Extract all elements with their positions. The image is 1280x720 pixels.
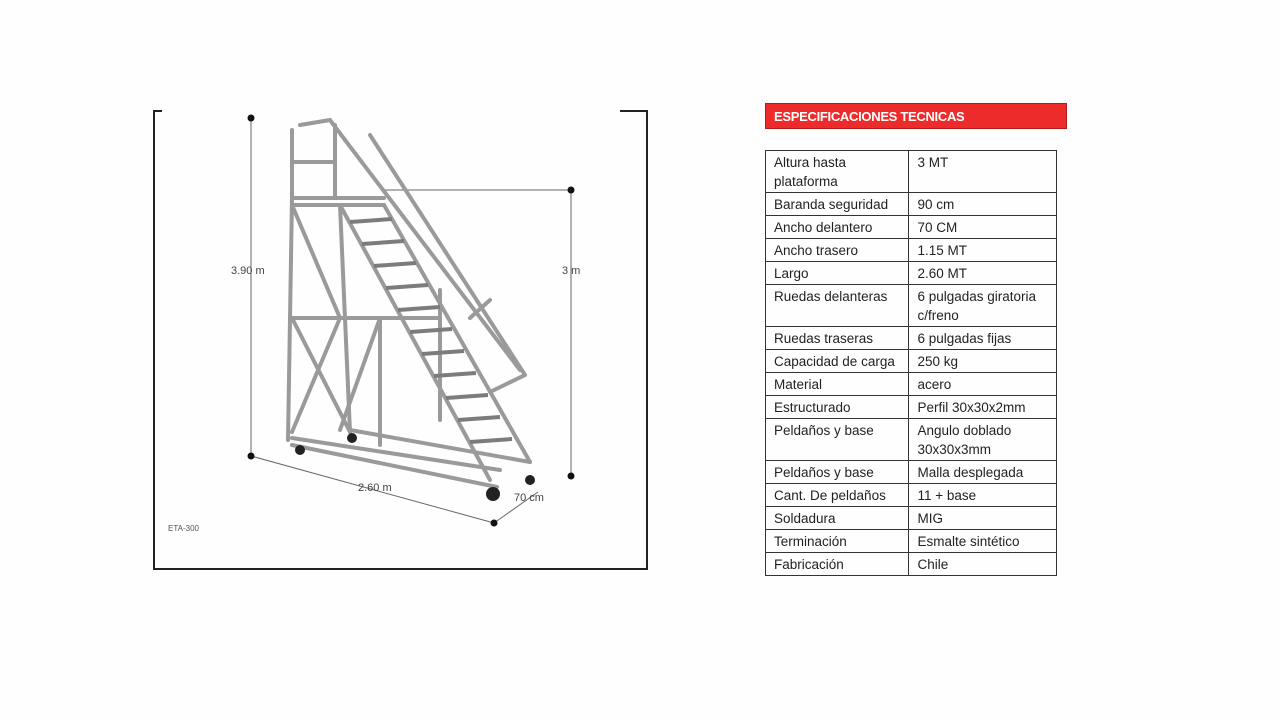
spec-value: 11 + base <box>908 483 1057 507</box>
ladder-steps <box>349 217 513 444</box>
spec-label: Largo <box>764 261 910 285</box>
product-image-frame <box>153 110 648 570</box>
spec-label: Altura hasta plataforma <box>764 150 910 193</box>
spec-value: 70 CM <box>908 215 1057 239</box>
spec-value: 6 pulgadas fijas <box>908 326 1057 350</box>
spec-value: Malla desplegada <box>908 460 1057 484</box>
spec-label: Baranda seguridad <box>764 192 910 216</box>
dimension-length: 2.60 m <box>358 482 392 494</box>
model-code: ETA-300 <box>168 524 199 533</box>
spec-value: 250 kg <box>908 349 1057 373</box>
specs-title: ESPECIFICACIONES TECNICAS <box>765 103 1067 129</box>
spec-label: Ancho trasero <box>764 238 910 262</box>
spec-value: MIG <box>908 506 1057 530</box>
spec-label: Peldaños y base <box>764 460 910 484</box>
spec-label: Soldadura <box>764 506 910 530</box>
spec-value: 3 MT <box>908 150 1057 193</box>
spec-label: Capacidad de carga <box>764 349 910 373</box>
spec-value: 1.15 MT <box>908 238 1057 262</box>
spec-label: Fabricación <box>764 552 910 576</box>
spec-label: Peldaños y base <box>764 418 910 461</box>
dimension-lines <box>250 118 572 524</box>
frame-corner-right <box>620 110 648 112</box>
ladder-frame <box>286 118 532 489</box>
dimension-points <box>247 114 575 527</box>
frame-corner-left <box>153 110 162 112</box>
spec-label: Ruedas traseras <box>764 326 910 350</box>
spec-value: 2.60 MT <box>908 261 1057 285</box>
spec-value: Esmalte sintético <box>908 529 1057 553</box>
dimension-platform-height: 3 m <box>562 265 581 277</box>
ladder-wheels <box>295 433 535 501</box>
dimension-width: 70 cm <box>514 492 544 504</box>
spec-label: Cant. De peldaños <box>764 483 910 507</box>
spec-label: Material <box>764 372 910 396</box>
spec-value: 6 pulgadas giratoria c/freno <box>908 284 1057 327</box>
ladder-illustration <box>247 114 575 527</box>
spec-label: Terminación <box>764 529 910 553</box>
spec-label: Ancho delantero <box>764 215 910 239</box>
spec-label: Estructurado <box>764 395 910 419</box>
spec-label: Ruedas delanteras <box>764 284 910 327</box>
spec-value: Chile <box>908 552 1057 576</box>
spec-value: acero <box>908 372 1057 396</box>
dimension-total-height: 3.90 m <box>231 265 265 277</box>
spec-value: Perfil 30x30x2mm <box>908 395 1057 419</box>
spec-value: Angulo doblado 30x30x3mm <box>908 418 1057 461</box>
spec-value: 90 cm <box>908 192 1057 216</box>
